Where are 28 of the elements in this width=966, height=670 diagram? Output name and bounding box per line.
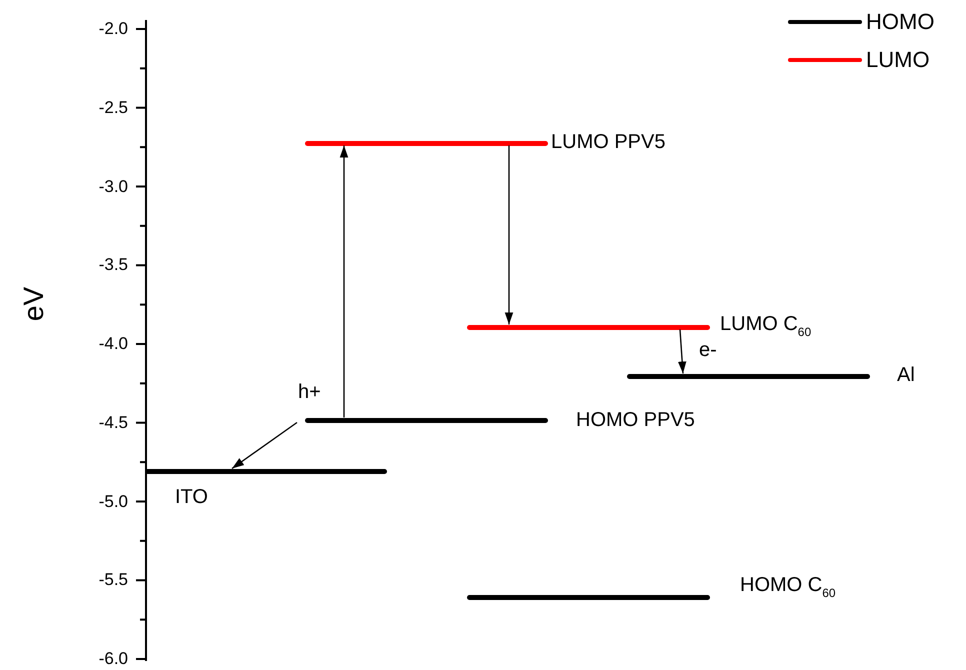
- energy-level-bar: [467, 324, 710, 330]
- arrow: [232, 422, 298, 470]
- arrow: [678, 329, 686, 374]
- tick-label: -3.5: [98, 256, 128, 274]
- energy-level-bar: [467, 594, 710, 600]
- arrow: [340, 146, 348, 418]
- tick-label: -5.0: [98, 492, 128, 510]
- energy-level-bar: [627, 374, 870, 378]
- level-label: HOMO C$_{60}$: [740, 575, 836, 599]
- tick-label: -6.0: [98, 650, 128, 667]
- tick-label: -4.5: [98, 414, 128, 431]
- tick-label: -4.0: [98, 335, 128, 352]
- level-label: LUMO PPV5: [551, 132, 666, 152]
- axis-title: eV: [20, 286, 48, 322]
- tick-label: -2.5: [98, 98, 128, 116]
- tick-label: -2.0: [98, 20, 128, 37]
- legend-label: LUMO: [866, 49, 930, 71]
- energy-level-bar: [145, 468, 387, 474]
- tick-label: -3.0: [98, 178, 128, 194]
- tick-label: -5.5: [98, 571, 128, 588]
- level-label: LUMO C$_{60}$: [720, 314, 812, 338]
- energy-level-bar: [305, 418, 548, 422]
- arrow: [504, 146, 514, 324]
- legend-label: HOMO: [866, 11, 934, 33]
- level-label: HOMO PPV5: [576, 410, 695, 430]
- energy-level-bar: [305, 140, 548, 146]
- level-label: ITO: [175, 487, 208, 507]
- level-label: Al: [897, 365, 915, 385]
